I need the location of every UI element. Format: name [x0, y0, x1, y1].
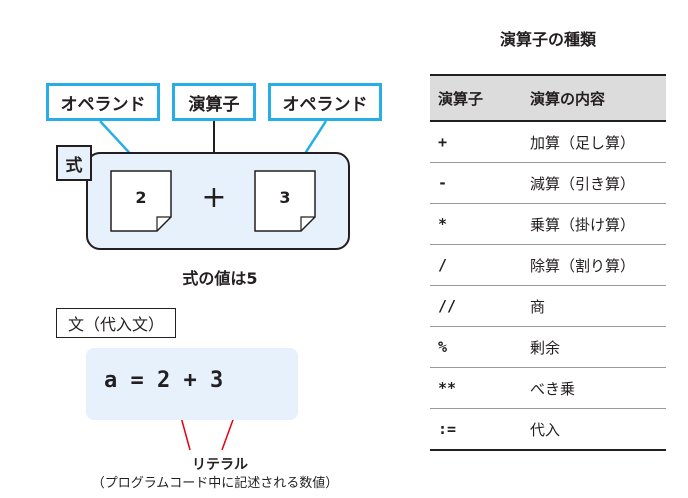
right-operand-card: 3	[254, 170, 316, 232]
table-row: /除算（割り算）	[430, 244, 666, 286]
table-header-row: 演算子 演算の内容	[430, 74, 666, 122]
expression-result: 式の値は5	[182, 269, 258, 288]
right-operand-value: 3	[279, 188, 291, 207]
table-row: :=代入	[430, 408, 666, 451]
literal-note: （プログラムコード中に記述される数値）	[91, 476, 339, 491]
description-cell: 減算（引き算）	[522, 162, 666, 204]
left-operand-card: 2	[110, 170, 172, 232]
description-cell: 加算（足し算）	[522, 121, 666, 163]
operator-cell: -	[430, 162, 522, 204]
literal-title: リテラル	[192, 457, 248, 473]
table-title: 演算子の種類	[499, 30, 596, 49]
operand-right-label: オペランド	[268, 83, 382, 121]
code-panel	[86, 348, 298, 420]
description-cell: 剰余	[522, 326, 666, 368]
header-operator: 演算子	[430, 74, 522, 122]
operator-cell: *	[430, 203, 522, 245]
page-card-icon	[110, 170, 172, 232]
table-row: -減算（引き算）	[430, 162, 666, 204]
description-cell: 商	[522, 285, 666, 327]
operator-cell: +	[430, 121, 522, 163]
table-row: *乗算（掛け算）	[430, 203, 666, 245]
description-cell: べき乗	[522, 367, 666, 409]
operator-cell: **	[430, 367, 522, 409]
operator-cell: :=	[430, 408, 522, 451]
page-card-icon	[254, 170, 316, 232]
header-description: 演算の内容	[522, 74, 666, 122]
code-statement: a = 2 + 3	[104, 368, 224, 393]
description-cell: 代入	[522, 408, 666, 451]
description-cell: 除算（割り算）	[522, 244, 666, 286]
table-row: %剰余	[430, 326, 666, 368]
operator-cell: //	[430, 285, 522, 327]
statement-label: 文（代入文）	[56, 308, 176, 338]
table-row: **べき乗	[430, 367, 666, 409]
description-cell: 乗算（掛け算）	[522, 203, 666, 245]
operator-cell: %	[430, 326, 522, 368]
operator-label: 演算子	[172, 83, 256, 121]
operand-left-label: オペランド	[46, 83, 160, 121]
left-operand-value: 2	[135, 188, 147, 207]
operator-symbol: +	[201, 180, 227, 215]
expression-tag: 式	[56, 145, 92, 181]
table-row: //商	[430, 285, 666, 327]
operator-table: 演算子 演算の内容 +加算（足し算） -減算（引き算） *乗算（掛け算） /除算…	[430, 74, 666, 451]
table-row: +加算（足し算）	[430, 121, 666, 163]
operator-cell: /	[430, 244, 522, 286]
